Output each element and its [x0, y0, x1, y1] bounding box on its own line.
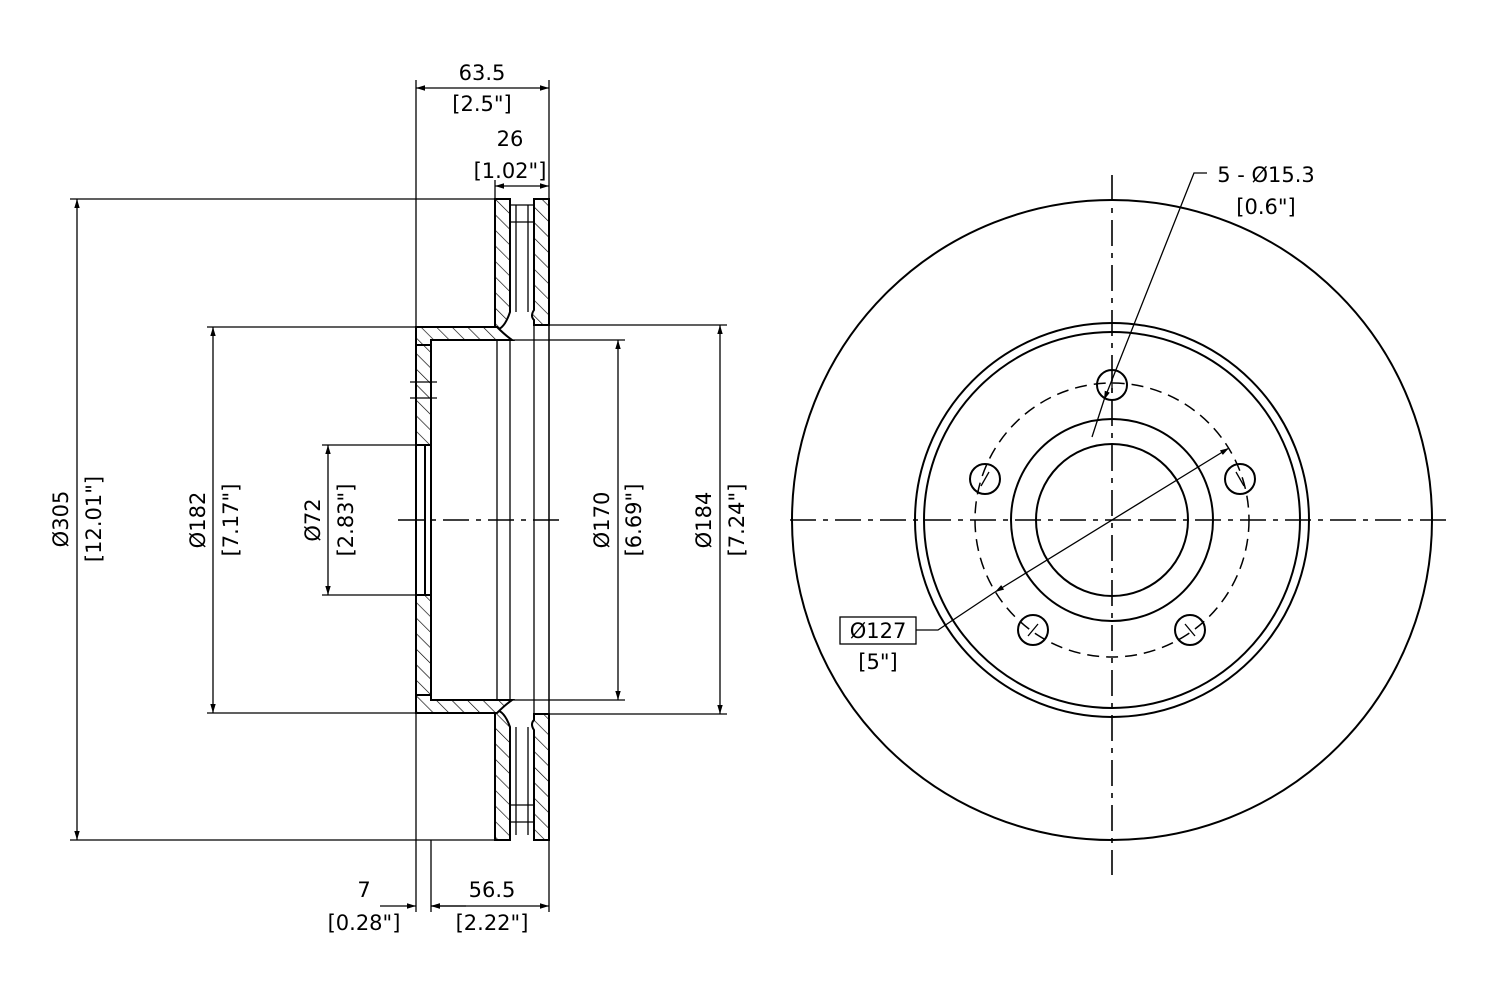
hat-wall-bottom: [415, 694, 516, 714]
bolt-hole: [1017, 614, 1049, 646]
bolt-hole: [1174, 614, 1206, 646]
inboard-ring-bottom: [531, 713, 550, 841]
friction-width-in: [1.02"]: [474, 159, 547, 183]
pad-inner-diameter-in: [7.24"]: [725, 484, 749, 557]
hat-height-mm: 56.5: [469, 878, 516, 902]
inner-diameter-mm: Ø170: [590, 492, 614, 549]
pad-inner-diameter-mm: Ø184: [692, 492, 716, 549]
center-bore-mm: Ø72: [301, 498, 325, 541]
bolt-circle-dim-line: [994, 447, 1230, 593]
outer-diameter-in: [12.01"]: [82, 476, 106, 562]
overall-width-in: [2.5"]: [452, 92, 511, 116]
mounting-face-lower: [415, 594, 432, 696]
front-view: Ø127 [5"] 5 - Ø15.3 [0.6"]: [790, 163, 1450, 875]
bolt-circle-in: [5"]: [858, 650, 897, 674]
friction-width-mm: 26: [497, 127, 524, 151]
overall-width-mm: 63.5: [459, 61, 506, 85]
bolt-hole-leader-tail: [1091, 399, 1105, 438]
hat-height-in: [2.22"]: [456, 911, 529, 935]
bolt-circle-leader: [916, 591, 996, 631]
inner-diameter-in: [6.69"]: [622, 484, 646, 557]
center-bore-in: [2.83"]: [334, 484, 358, 557]
bolt-circle-mm: Ø127: [850, 619, 907, 643]
bolt-hole-leader: [1103, 172, 1207, 401]
inboard-ring-top: [531, 198, 550, 326]
side-section-view: 63.5 [2.5"] 26 [1.02"] Ø305 [12.01"] Ø18…: [49, 61, 749, 935]
hat-diameter-in: [7.17"]: [219, 484, 243, 557]
hat-wall-top: [415, 326, 516, 346]
hub-thickness-mm: 7: [357, 878, 370, 902]
hat-diameter-mm: Ø182: [186, 492, 210, 549]
outer-diameter-mm: Ø305: [49, 491, 73, 548]
hub-thickness-in: [0.28"]: [328, 911, 401, 935]
mounting-face-upper: [415, 344, 432, 446]
outboard-ring-top: [494, 198, 511, 332]
outboard-ring-bottom: [494, 708, 511, 841]
bolt-circle-label-box: [839, 616, 917, 645]
bolt-holes-in: [0.6"]: [1236, 195, 1295, 219]
bolt-holes-mm: 5 - Ø15.3: [1217, 163, 1315, 187]
